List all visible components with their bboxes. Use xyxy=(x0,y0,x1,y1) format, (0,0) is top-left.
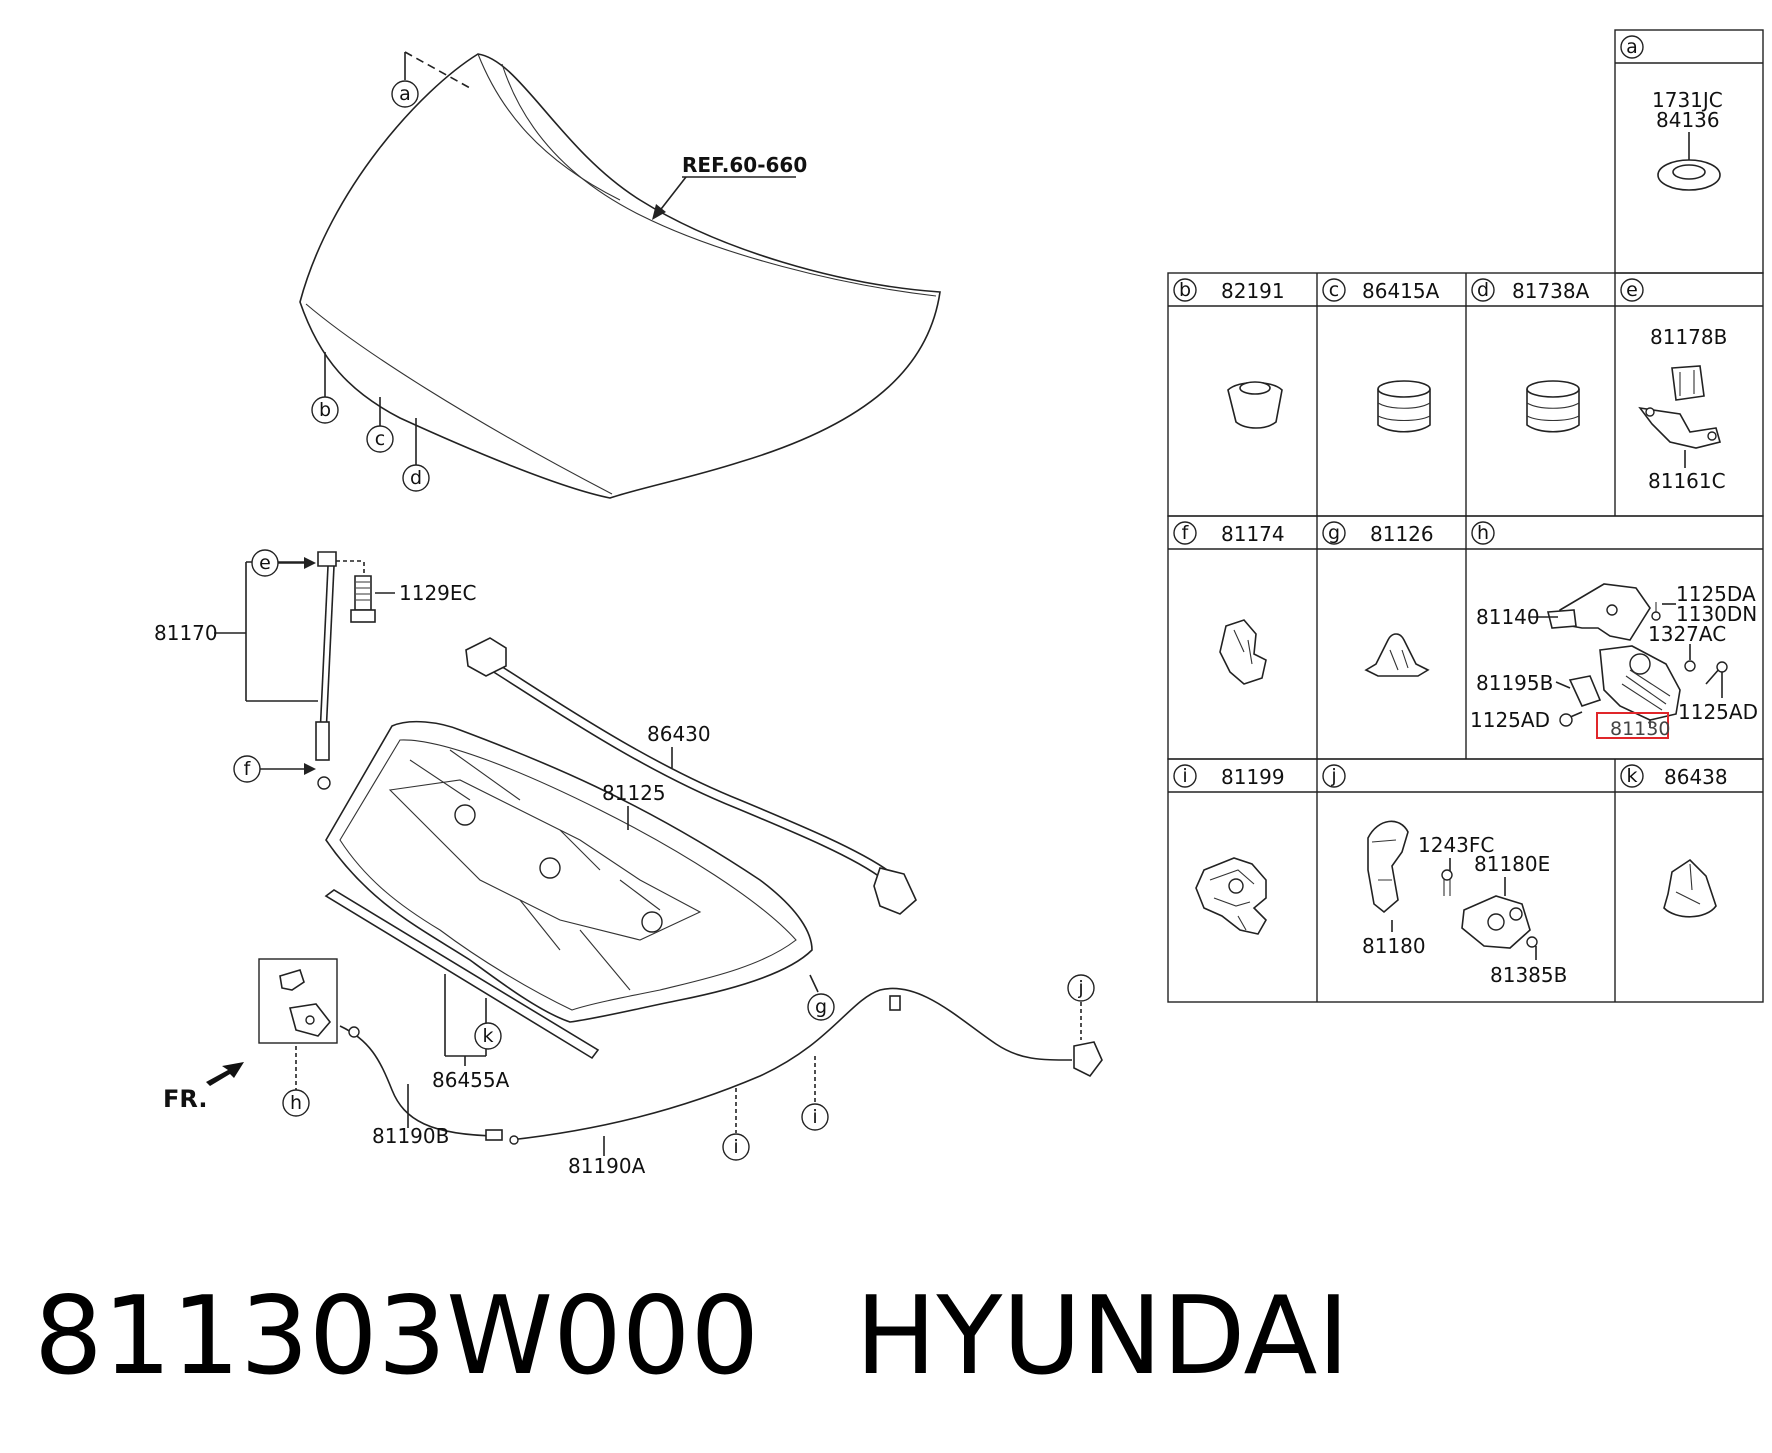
label-81190A: 81190A xyxy=(568,1154,646,1178)
cell-b-bumper-icon xyxy=(1227,381,1283,429)
cell-i-key: i xyxy=(1182,765,1187,787)
front-marker-label: FR. xyxy=(163,1085,207,1113)
callout-i-upper xyxy=(722,1133,750,1161)
cell-k-cap-icon xyxy=(1663,858,1717,918)
cell-h-part-1125DA: 1125DA xyxy=(1676,582,1756,606)
callout-k-text: k xyxy=(482,1025,493,1047)
caption-part-number: 811303W000 xyxy=(34,1274,760,1399)
callout-g xyxy=(807,993,835,1021)
callout-k xyxy=(474,1022,502,1050)
callout-j-text: j xyxy=(1077,977,1083,999)
cell-f-part: 81174 xyxy=(1221,522,1285,546)
cell-j-part-81180E: 81180E xyxy=(1474,852,1550,876)
label-1129EC: 1129EC xyxy=(399,581,477,605)
cell-j-contents: 81180 1243FC 81180E 81385B xyxy=(1362,820,1567,987)
callout-b-text: b xyxy=(319,399,331,421)
callout-i-upper-text: i xyxy=(733,1136,738,1158)
cell-j-key: j xyxy=(1330,765,1336,787)
ref-annotation: REF.60-660 xyxy=(652,153,807,220)
caption-brand: HYUNDAI xyxy=(855,1274,1350,1399)
callout-h xyxy=(282,1089,310,1117)
front-marker: FR. xyxy=(163,1062,244,1113)
caption: 811303W000 HYUNDAI xyxy=(34,1262,1754,1412)
cell-k-part: 86438 xyxy=(1664,765,1728,789)
cell-j-part-81385B: 81385B xyxy=(1490,963,1567,987)
cell-d-key: d xyxy=(1477,279,1489,301)
cell-e-part-1: 81178B xyxy=(1650,325,1727,349)
cell-f-key: f xyxy=(1182,522,1190,544)
callout-i-lower xyxy=(801,1103,829,1131)
seal-strip-86455A xyxy=(324,889,600,1060)
cell-j-part-1243FC: 1243FC xyxy=(1418,833,1494,857)
callout-e xyxy=(251,549,279,577)
cell-e-contents: 81178B 81161C xyxy=(1638,325,1727,493)
cell-a-part-2: 84136 xyxy=(1656,108,1720,132)
hood-stay-rod xyxy=(315,551,395,790)
cell-c-key: c xyxy=(1329,279,1339,301)
cell-h-part-1125AD-left: 1125AD xyxy=(1470,708,1550,732)
callout-c xyxy=(366,425,394,453)
hood-panel xyxy=(299,53,941,499)
highlight-box xyxy=(1596,712,1669,739)
cell-d-part: 81738A xyxy=(1512,279,1590,303)
cell-c-part: 86415A xyxy=(1362,279,1440,303)
cell-h-part-1125AD-right: 1125AD xyxy=(1678,700,1758,724)
callout-d xyxy=(402,464,430,492)
cell-c-stopper-icon xyxy=(1377,380,1431,433)
label-81170: 81170 xyxy=(154,621,218,645)
cell-f-holder-icon xyxy=(1219,619,1267,685)
cell-j-part-81180: 81180 xyxy=(1362,934,1426,958)
callout-j xyxy=(1067,974,1095,1002)
cell-h-key: h xyxy=(1477,522,1489,544)
callout-i-lower-text: i xyxy=(812,1106,817,1128)
hood-insulator-81125 xyxy=(325,720,813,1023)
cell-e-part-2: 81161C xyxy=(1648,469,1726,493)
table-headers: a b 82191 c 86415A d 81738A e f 81174 g … xyxy=(1173,35,1728,789)
callout-a-text: a xyxy=(399,83,411,105)
cell-i-part: 81199 xyxy=(1221,765,1285,789)
ref-label: REF.60-660 xyxy=(682,153,807,177)
cell-b-part: 82191 xyxy=(1221,279,1285,303)
callout-d-text: d xyxy=(410,467,422,489)
release-cable xyxy=(339,987,1103,1145)
cell-h-part-81130: 81130 xyxy=(1610,718,1670,740)
label-86455A: 86455A xyxy=(432,1068,510,1092)
label-81125: 81125 xyxy=(602,781,666,805)
callout-f xyxy=(233,755,261,783)
cell-d-stopper-icon xyxy=(1526,380,1580,433)
cell-h-part-81195B: 81195B xyxy=(1476,671,1553,695)
cell-h-contents: 81140 1125DA 1130DN 1327AC 81195B 1125AD… xyxy=(1470,582,1758,740)
callout-a xyxy=(391,80,419,108)
weatherstrip-86430 xyxy=(465,637,917,915)
cell-g-part: 81126 xyxy=(1370,522,1434,546)
callout-e-text: e xyxy=(259,552,271,574)
callout-h-text: h xyxy=(290,1092,302,1114)
cell-g-key: g xyxy=(1328,522,1340,544)
callout-f-text: f xyxy=(244,758,252,780)
cell-g-clip-icon xyxy=(1364,633,1430,677)
parts-table xyxy=(1167,29,1764,1003)
cell-b-key: b xyxy=(1179,279,1191,301)
cell-k-key: k xyxy=(1626,765,1637,787)
cell-a-contents: 1731JC 84136 xyxy=(1652,88,1723,191)
cell-h-part-81140: 81140 xyxy=(1476,605,1540,629)
label-86430: 86430 xyxy=(647,722,711,746)
cell-h-part-1327AC: 1327AC xyxy=(1648,622,1726,646)
label-81190B: 81190B xyxy=(372,1124,449,1148)
callout-c-text: c xyxy=(375,428,385,450)
cell-i-bracket-icon xyxy=(1195,857,1267,935)
callout-g-text: g xyxy=(815,996,827,1018)
callout-b xyxy=(311,396,339,424)
cell-a-key: a xyxy=(1626,36,1638,58)
latch-box xyxy=(258,958,338,1044)
cell-h-part-1130DN: 1130DN xyxy=(1676,602,1757,626)
cell-e-key: e xyxy=(1626,279,1638,301)
cell-a-part-1: 1731JC xyxy=(1652,88,1723,112)
